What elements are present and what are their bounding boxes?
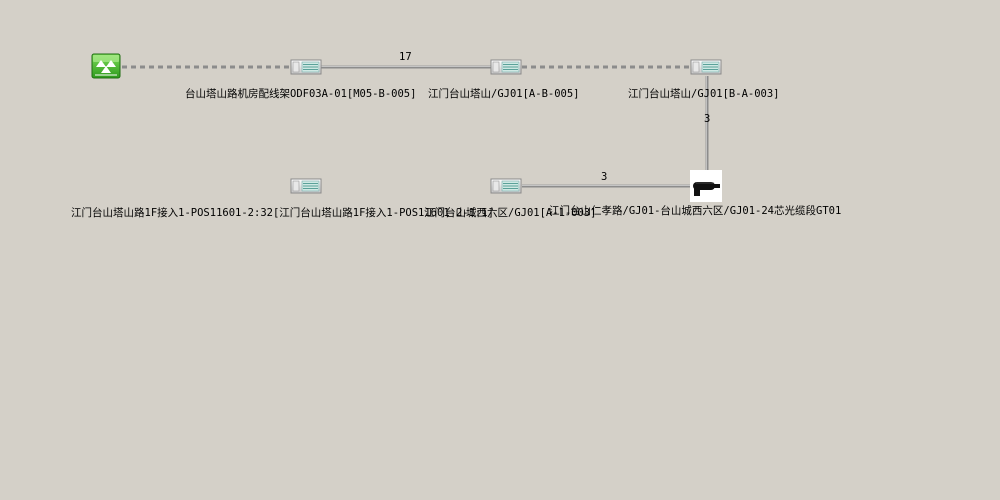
link-fiber-count-label: 3	[704, 113, 711, 125]
link-fiber-count-label: 17	[399, 51, 412, 63]
odf-device-icon[interactable]	[290, 178, 322, 194]
node-label-cable: 江门台山仁孝路/GJ01-台山城西六区/GJ01-24芯光缆段GT01	[549, 205, 842, 217]
link-gjb-to-cable[interactable]	[705, 76, 709, 171]
odf-device-icon[interactable]	[490, 59, 522, 75]
link-cable-to-cx[interactable]	[522, 184, 692, 188]
node-label-pos: 江门台山塔山路1F接入1-POS11601-2:32[江门台山塔山路1F接入1-…	[71, 207, 494, 219]
node-label-odf: 台山塔山路机房配线架ODF03A-01[M05-B-005]	[185, 88, 417, 100]
link-odf-to-gja[interactable]	[320, 65, 492, 69]
node-label-cx: 江门台山城西六区/GJ01[A-1-003]	[424, 207, 597, 219]
odf-device-icon[interactable]	[490, 178, 522, 194]
node-label-gj-a: 江门台山塔山/GJ01[A-B-005]	[428, 88, 580, 100]
optical-cable-splice-icon[interactable]	[690, 170, 722, 202]
network-root-icon[interactable]	[91, 53, 121, 79]
link-fiber-count-label: 3	[601, 171, 608, 183]
odf-device-icon[interactable]	[690, 59, 722, 75]
odf-device-icon[interactable]	[290, 59, 322, 75]
node-label-gj-b: 江门台山塔山/GJ01[B-A-003]	[628, 88, 780, 100]
